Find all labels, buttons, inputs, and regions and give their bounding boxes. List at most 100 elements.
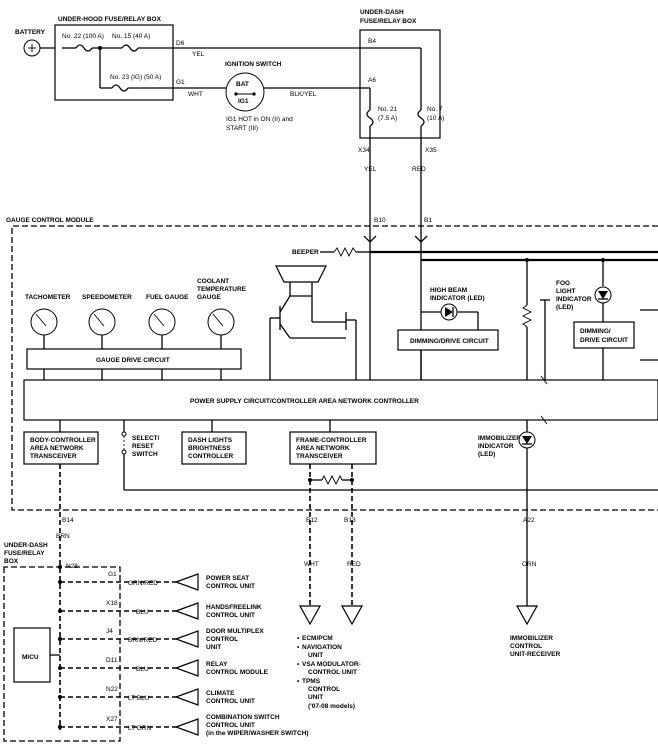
fuse-21-symbol <box>366 109 374 127</box>
dimming-2-label-2: DRIVE CIRCUIT <box>580 337 628 344</box>
immob-ind-label-3: (LED) <box>478 451 495 458</box>
gauge-coolant-label-2: TEMPERATURE <box>197 286 247 293</box>
conn-dest-2: CONTROL UNIT <box>206 612 255 619</box>
select-label-2: RESET <box>132 443 154 450</box>
gcm-title: GAUGE CONTROL MODULE <box>6 217 94 224</box>
conn-term: G1 <box>108 571 117 578</box>
list-item: X27 LT GRN COMBINATION SWITCH CONTROL UN… <box>58 714 309 737</box>
immob-cu-label-2: CONTROL <box>510 643 542 650</box>
term-x35: X35 <box>425 147 437 154</box>
wire-brn: BRN <box>56 533 70 540</box>
conn-dest-2: CONTROL <box>206 636 238 643</box>
beeper-label: BEEPER <box>292 249 319 256</box>
immob-ind-label-2: INDICATOR <box>478 443 514 450</box>
wire-blk-yel: BLK/YEL <box>290 91 317 98</box>
micu-label: MICU <box>22 654 39 661</box>
select-label-1: SELECT/ <box>132 435 160 442</box>
frame-can-transceiver-box <box>289 431 377 465</box>
ignition-switch-label: IGNITION SWITCH <box>225 61 282 68</box>
dash-label-1: DASH LIGHTS <box>188 437 233 444</box>
underdash-lower-box <box>3 566 121 742</box>
term-b12: B12 <box>306 517 318 524</box>
dash-label-3: CONTROLLER <box>188 453 233 460</box>
connector-arrow <box>174 573 199 591</box>
ecm-item: CONTROL UNIT <box>308 669 357 676</box>
conn-wire: BLU <box>136 666 149 673</box>
list-item: G1 GRN/RED POWER SEAT CONTROL UNIT <box>58 571 255 591</box>
fuse-15-symbol <box>121 44 139 52</box>
underdash-fuse-box-top: UNDER-DASH FUSE/RELAY BOX B4 A6 No. 21 (… <box>359 9 444 139</box>
connector-arrow <box>174 688 199 706</box>
conn-term: D11 <box>106 657 118 664</box>
ecm-connector-arrow-1 <box>298 605 322 626</box>
underdash-box-label-2: FUSE/RELAY BOX <box>360 18 417 25</box>
body-can-label-2: AREA NETWORK <box>30 445 84 452</box>
conn-dest-1: CLIMATE <box>206 690 235 697</box>
wire-orn: ORN <box>522 561 537 568</box>
immob-cu-label-3: UNIT-RECEIVER <box>510 651 561 658</box>
frame-can-label-3: TRANSCEIVER <box>296 453 343 460</box>
conn-term: X18 <box>106 600 118 607</box>
connector-arrow <box>174 659 199 677</box>
wire-wht-top: WHT <box>188 91 203 98</box>
ecm-item: ('07-08 models) <box>308 703 355 710</box>
immob-cu-label-1: IMMOBILIZER <box>510 635 553 642</box>
ecm-item: ECM/PCM <box>302 635 333 642</box>
dimming-2-label-1: DIMMING/ <box>580 328 611 335</box>
fuse-22-label: No. 22 (100 A) <box>62 33 104 40</box>
wire-red-lower: RED <box>347 561 361 568</box>
can-connection-rows: G1 GRN/RED POWER SEAT CONTROL UNIT X18 B… <box>58 571 309 737</box>
beeper: BEEPER <box>269 249 357 380</box>
dash-label-2: BRIGHTNESS <box>188 445 231 452</box>
term-x34: X34 <box>358 147 370 154</box>
ecm-item: VSA MODULATOR- <box>302 661 361 668</box>
fog-light-indicator: FOG LIGHT INDICATOR (LED) <box>556 258 612 322</box>
power-supply-circuit-label: POWER SUPPLY CIRCUIT/CONTROLLER AREA NET… <box>190 398 419 405</box>
wire-yel-mid: YEL <box>364 166 377 173</box>
power-supply-circuit-box <box>23 379 658 421</box>
fuse-7-label-b: (10 A) <box>427 115 444 122</box>
fuse-7-symbol <box>417 109 425 127</box>
conn-dest-1: COMBINATION SWITCH <box>206 714 280 721</box>
conn-dest-3: UNIT <box>206 644 221 651</box>
underdash-box-label-1: UNDER-DASH <box>360 9 404 16</box>
conn-dest-2: CONTROL MODULE <box>206 669 269 676</box>
fuse-23-label: No. 23 (IG) (50 A) <box>110 74 161 81</box>
ecm-item: UNIT <box>308 694 323 701</box>
term-b1: B1 <box>424 217 432 224</box>
connector-arrow <box>174 718 199 736</box>
select-reset-switch: SELECT/ RESET SWITCH <box>121 420 160 490</box>
term-b4: B4 <box>368 38 376 45</box>
list-item: X18 BLU HANDSFREELINK CONTROL UNIT <box>58 600 262 620</box>
conn-wire: LT BLU <box>128 695 150 702</box>
immob-ind-label-1: IMMOBILIZER <box>478 435 521 442</box>
connector-arrow <box>174 630 199 648</box>
dimming-drive-circuit-box <box>397 329 499 351</box>
conn-dest-1: RELAY <box>206 661 228 668</box>
conn-wire: BRN/RED <box>128 637 158 644</box>
ig1-note-1: IG1 HOT in ON (II) and <box>226 116 293 123</box>
can-termination-resistor <box>321 474 343 486</box>
tachometer-symbol <box>30 308 58 336</box>
ecm-item: TPMS <box>302 678 321 685</box>
fuse-21-label-b: (7.5 A) <box>378 115 397 122</box>
term-b14: B14 <box>62 517 74 524</box>
conn-wire: BLU <box>136 609 149 616</box>
gauge-speed-label: SPEEDOMETER <box>82 294 132 301</box>
term-g1-top: G1 <box>176 79 185 86</box>
conn-dest-2: CONTROL UNIT <box>206 583 255 590</box>
conn-dest-2: CONTROL UNIT <box>206 698 255 705</box>
frame-can-label-2: AREA NETWORK <box>296 445 350 452</box>
gcm-outline <box>11 225 658 511</box>
fuse-15-label: No. 15 (40 A) <box>112 33 150 40</box>
term-b10: B10 <box>374 217 386 224</box>
ignition-ig1-label: IG1 <box>238 98 249 105</box>
beeper-resistor <box>333 246 357 258</box>
frame-can-label-1: FRAME-CONTROLLER <box>296 437 367 444</box>
bullet: • <box>297 635 300 642</box>
fog-label-2: LIGHT <box>556 288 576 295</box>
fuse-23-symbol <box>111 84 129 92</box>
ecm-item: NAVIGATION <box>302 644 342 651</box>
fuse-21-label-a: No. 21 <box>378 106 398 113</box>
